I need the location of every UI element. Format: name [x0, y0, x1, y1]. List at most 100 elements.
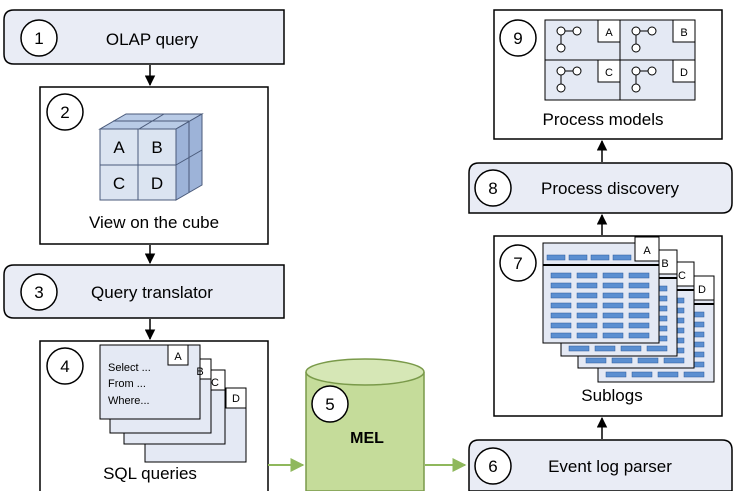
sublog-row-bar [628, 322, 650, 329]
sublog-row-bar [550, 272, 572, 279]
sublog-row-bar [550, 332, 572, 339]
process-node-icon [631, 43, 641, 53]
step-label: SQL queries [103, 464, 197, 483]
model-cell-tab [672, 59, 696, 83]
sublog-row-bar [628, 312, 650, 319]
sql-tab-label: B [196, 366, 203, 378]
sublog-row-bar [605, 371, 627, 378]
model-cell: B [619, 19, 696, 61]
sublog-row-bar [602, 292, 624, 299]
model-cell: C [544, 59, 621, 101]
process-node-icon [556, 26, 566, 36]
pill-shape [3, 264, 285, 319]
sublog-header-bar [612, 254, 632, 261]
step-sql-queries: 4 A B C D Select ... From ... Where... S… [39, 340, 269, 491]
sublog-tab-label: D [698, 284, 706, 296]
step-process-discovery: 8 Process discovery [468, 162, 733, 214]
step-number-circle [20, 19, 58, 57]
cube-cell [99, 128, 139, 166]
sublog-row-bar [594, 345, 616, 352]
model-tab-label: C [605, 67, 613, 79]
process-node-icon [556, 83, 566, 93]
sql-line: Where... [108, 395, 150, 407]
step-number-circle [20, 273, 58, 311]
sublog-row-bar [628, 272, 650, 279]
sublog-row-bar [576, 302, 598, 309]
process-node-icon [631, 83, 641, 93]
step-number: 2 [60, 103, 69, 122]
pill-shape [468, 162, 733, 214]
step-query-translator: 3 Query translator [3, 264, 285, 319]
step-number: 6 [488, 457, 497, 476]
sublog-row-bar [550, 302, 572, 309]
sublog-row-bar [663, 357, 685, 364]
sublog-row-bar [646, 345, 668, 352]
step-mel-database: 5 MEL [305, 358, 425, 491]
sublog-row-bar [602, 312, 624, 319]
sublog-sheet-tab [634, 236, 660, 262]
cube-cell [99, 164, 139, 201]
step-label: MEL [350, 430, 384, 447]
pill-shape [3, 9, 285, 65]
sublog-header-bar [546, 254, 566, 261]
sublog-sheet: A [542, 236, 660, 344]
sublog-header-bar [590, 254, 610, 261]
step-label: OLAP query [106, 30, 199, 49]
model-tab-label: B [680, 27, 687, 39]
model-cell: A [544, 19, 621, 61]
sql-tab-label: D [232, 393, 240, 405]
sublog-row-bar [620, 345, 642, 352]
cube-cell-label: D [151, 174, 163, 193]
sublog-row-bar [628, 282, 650, 289]
sql-line: Select ... [108, 362, 151, 374]
cube-cell-label: A [113, 138, 125, 157]
sublog-tab-label: A [643, 245, 651, 257]
step-number-circle [46, 93, 84, 131]
model-cell-tab [672, 19, 696, 43]
sublog-row-bar [550, 282, 572, 289]
model-cell: D [619, 59, 696, 101]
sublog-tab-label: B [661, 258, 668, 270]
sublog-row-bar [631, 371, 653, 378]
process-node-icon [631, 26, 641, 36]
sublog-row-bar [637, 357, 659, 364]
sublog-row-bar [576, 312, 598, 319]
step-number: 4 [60, 357, 69, 376]
step-number-circle [499, 244, 537, 282]
process-node-icon [556, 43, 566, 53]
step-number: 7 [513, 254, 522, 273]
process-node-icon [647, 26, 657, 36]
process-node-icon [631, 66, 641, 76]
sql-sheet-tab [225, 387, 247, 409]
cube-cell-label: C [113, 174, 125, 193]
cube-cell [137, 164, 177, 201]
sql-sheet-tab [167, 344, 189, 366]
sublog-row-bar [628, 292, 650, 299]
sublog-row-bar [602, 272, 624, 279]
pill-shape [468, 439, 733, 491]
sublog-row-bar [611, 357, 633, 364]
step-label: Process models [543, 110, 664, 129]
sublog-row-bar [585, 357, 607, 364]
sublog-row-bar [550, 322, 572, 329]
sublog-row-bar [602, 282, 624, 289]
step-olap-query: 1 OLAP query [3, 9, 285, 65]
sublog-header-bar [568, 254, 588, 261]
sublog-row-bar [602, 302, 624, 309]
db-top [305, 358, 425, 386]
step-event-log-parser: 6 Event log parser [468, 439, 733, 491]
sql-tab-label: C [211, 377, 219, 389]
sublog-row-bar [576, 292, 598, 299]
step-number: 3 [34, 283, 43, 302]
step-number: 5 [325, 395, 334, 414]
cube [98, 113, 204, 201]
step-number-circle [474, 447, 512, 485]
step-number-circle [499, 19, 537, 57]
step-label: Query translator [91, 283, 213, 302]
sql-sheets [99, 344, 247, 463]
